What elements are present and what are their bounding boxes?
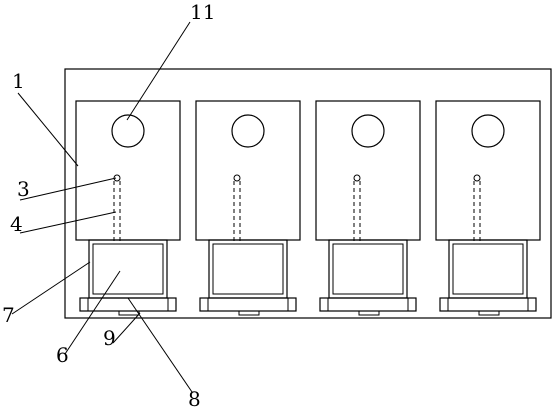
base-block [238, 310, 260, 316]
base-plate [199, 297, 297, 312]
leader-9 [112, 312, 141, 344]
tray-inner [452, 243, 524, 295]
unit-2 [195, 100, 301, 316]
base-block [358, 310, 380, 316]
leader-1 [17, 92, 79, 167]
leader-3 [19, 177, 117, 201]
label-9: 9 [103, 326, 116, 350]
rod-top [473, 174, 481, 182]
upper-block [435, 100, 541, 241]
upper-block [195, 100, 301, 241]
upper-block [315, 100, 421, 241]
outer-housing [64, 68, 552, 319]
units-group [75, 100, 541, 316]
hole-circle [231, 114, 265, 148]
reference-labels: 11 1 3 4 7 6 9 8 [2, 0, 215, 409]
label-1: 1 [12, 69, 25, 93]
leader-7 [11, 261, 91, 315]
tray-inner [212, 243, 284, 295]
leader-11 [126, 21, 191, 121]
label-11: 11 [190, 0, 215, 24]
label-7: 7 [2, 303, 15, 327]
tray-inner [92, 243, 164, 295]
leader-4 [19, 211, 117, 234]
rod-top [353, 174, 361, 182]
hole-circle [111, 114, 145, 148]
tray-outer [328, 239, 408, 299]
tray-inner [332, 243, 404, 295]
unit-4 [435, 100, 541, 316]
leader-8 [127, 297, 193, 393]
base-plate [319, 297, 417, 312]
tray-outer [208, 239, 288, 299]
label-8: 8 [188, 387, 201, 409]
base-block [478, 310, 500, 316]
upper-block [75, 100, 181, 241]
leader-6 [64, 270, 121, 355]
base-plate [439, 297, 537, 312]
hole-circle [351, 114, 385, 148]
leader-lines [11, 21, 193, 393]
unit-1 [75, 100, 181, 316]
label-3: 3 [17, 177, 30, 201]
label-6: 6 [56, 343, 69, 367]
unit-3 [315, 100, 421, 316]
tray-outer [448, 239, 528, 299]
tray-outer [88, 239, 168, 299]
label-4: 4 [10, 212, 23, 236]
hole-circle [471, 114, 505, 148]
rod-top [233, 174, 241, 182]
base-block [118, 310, 140, 316]
